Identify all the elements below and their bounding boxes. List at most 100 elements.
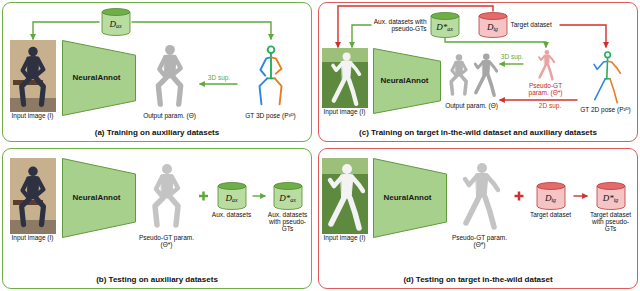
connector <box>445 38 546 48</box>
model-name: NeuralAnnot <box>381 76 429 85</box>
dataset-symbol: D*ax <box>273 189 303 208</box>
figure-label: Input image (I) <box>320 108 370 115</box>
cylinder-shape: D*ax <box>430 12 460 38</box>
input-photo <box>322 158 368 234</box>
pose-skeleton <box>260 46 282 104</box>
panel-box: (b) Testing on auxiliary datasets Input i… <box>2 148 312 289</box>
connector <box>200 83 238 84</box>
cylinder-shape: D*ax <box>273 182 303 210</box>
input-photo <box>10 158 56 234</box>
cylinder-top <box>431 12 459 19</box>
panel-caption: (c) Training on target in-the-wild datas… <box>319 129 637 138</box>
dataset-node: D*axAux. datasets with pseudo-GTs <box>266 182 310 233</box>
connector <box>338 6 493 48</box>
model-name: NeuralAnnot <box>73 193 121 202</box>
dataset-label: Aux. datasets with pseudo-GTs <box>372 17 427 32</box>
dataset-subscript: ax <box>116 23 122 29</box>
plus-bar <box>202 192 205 201</box>
figure-label: Input image (I) <box>8 234 58 241</box>
cylinder-shape: D*tg <box>596 182 626 210</box>
panel-caption: (b) Testing on auxiliary datasets <box>3 276 311 285</box>
output-mesh-box: Output param. (Θ) <box>444 48 500 109</box>
cylinder-top <box>218 182 246 189</box>
cylinder-top <box>479 12 507 19</box>
pseudo-gt-mesh <box>155 164 178 225</box>
dataset-node: D*tgTarget dataset with pseudo-GTs <box>588 182 634 233</box>
edge-label: 3D sup. <box>207 74 231 81</box>
figure-label: Pseudo-GT param. (Θ*) <box>450 234 510 249</box>
output-mesh <box>475 54 496 96</box>
dataset-node: DtgTarget dataset <box>478 12 560 38</box>
panel-box: (a) Training on auxiliary datasets DaxInp… <box>2 2 312 142</box>
cylinder-shape: Dax <box>101 8 131 36</box>
input-photo <box>10 40 56 112</box>
pseudo-gt-mesh <box>539 50 554 79</box>
dataset-symbol: Dtg <box>536 189 566 208</box>
dataset-label: Target dataset <box>511 21 560 28</box>
model-name: NeuralAnnot <box>73 73 121 82</box>
gt-pose-box: GT 3D pose (P³ᴰ) <box>238 40 304 119</box>
dataset-node: D*axAux. datasets with pseudo-GTs <box>372 12 460 38</box>
photo-floor <box>10 220 56 234</box>
panel-caption: (a) Training on auxiliary datasets <box>3 129 311 138</box>
plus-bar <box>518 192 521 201</box>
dataset-subscript: ax <box>447 26 453 32</box>
trapezoid <box>373 158 446 237</box>
dataset-symbol: Dax <box>101 15 131 34</box>
photo-person <box>330 164 363 228</box>
cylinder-shape: Dtg <box>478 12 508 38</box>
dataset-letter: D* <box>279 194 290 203</box>
edge-label: 3D sup. <box>500 53 524 60</box>
dataset-label: Target dataset <box>528 211 574 218</box>
photo-floor <box>10 98 56 112</box>
pose-skeleton <box>594 52 620 103</box>
figure-label: GT 3D pose (P³ᴰ) <box>238 112 304 119</box>
photo-background <box>10 158 56 234</box>
connector <box>253 195 266 196</box>
input-image: Input image (I) <box>8 158 58 241</box>
model-block: NeuralAnnot <box>62 40 136 116</box>
dataset-letter: D* <box>603 194 614 203</box>
dataset-subscript: tg <box>493 26 498 32</box>
dataset-letter: D <box>109 20 116 29</box>
output-mesh <box>158 45 180 104</box>
panel-box: (d) Testing on target in-the-wild datase… <box>318 148 638 289</box>
dataset-subscript: ax <box>232 197 238 203</box>
cylinder-shape: Dax <box>217 182 247 210</box>
dataset-label: Aux. datasets with pseudo-GTs <box>266 211 310 233</box>
figure-label: Output param. (Θ) <box>444 102 500 109</box>
cylinder-top <box>274 182 302 189</box>
dataset-symbol: Dtg <box>478 19 508 36</box>
trapezoid <box>373 48 440 113</box>
connector <box>560 25 607 48</box>
cylinder-shape: Dtg <box>536 182 566 210</box>
model-block: NeuralAnnot <box>62 158 136 238</box>
figure-label: Input image (I) <box>8 112 58 119</box>
dataset-letter: D <box>225 194 232 203</box>
input-photo <box>322 48 368 108</box>
input-image: Input image (I) <box>320 158 370 241</box>
model-name: NeuralAnnot <box>384 193 432 202</box>
dataset-symbol: Dax <box>217 189 247 208</box>
photo-person <box>22 167 44 225</box>
dataset-node: DtgTarget dataset <box>528 182 574 218</box>
pseudo-gt-box: Pseudo-GT param. (Θ*) <box>524 48 568 97</box>
input-image: Input image (I) <box>320 48 370 115</box>
pseudo-gt-box: Pseudo-GT param. (Θ*) <box>450 158 510 249</box>
panel-caption: (d) Testing on target in-the-wild datase… <box>319 276 637 285</box>
dataset-subscript: ax <box>290 197 296 203</box>
trapezoid <box>62 158 135 237</box>
connector <box>132 22 272 40</box>
photo-background <box>10 40 56 112</box>
input-image: Input image (I) <box>8 40 58 119</box>
cylinder-top <box>102 8 130 15</box>
photo-person <box>333 53 359 104</box>
pseudo-gt-box: Pseudo-GT param. (Θ*) <box>138 158 196 249</box>
figure-label: Output param. (Θ) <box>140 112 200 119</box>
dataset-letter: D* <box>436 23 447 32</box>
dataset-node: DaxAux. datasets <box>211 182 253 218</box>
photo-background <box>322 48 368 108</box>
panel-box: (c) Training on target in-the-wild datas… <box>318 2 638 142</box>
